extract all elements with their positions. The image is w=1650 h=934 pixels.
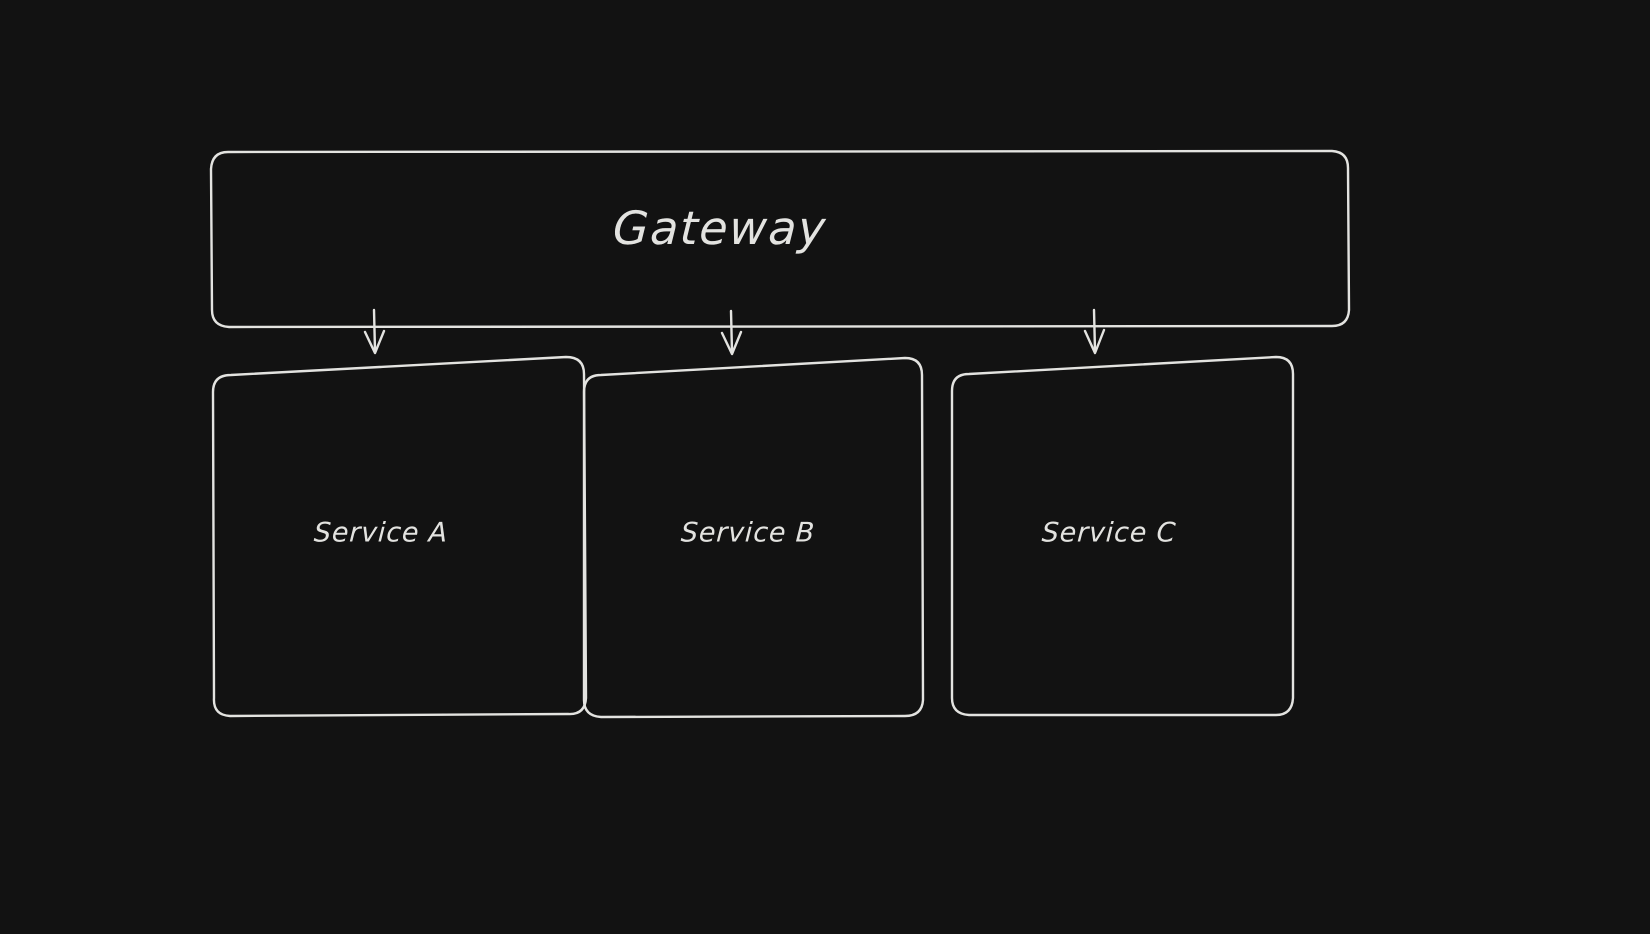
node-gateway-shape[interactable] [209,149,1351,329]
node-gateway-label: Gateway [611,201,829,255]
node-service-c-shape[interactable] [950,355,1295,717]
node-service-a-shape[interactable] [211,355,588,718]
edge-gateway-to-service-b[interactable] [720,309,743,356]
down-arrow-icon [363,329,386,355]
node-service-c-label: Service C [1040,517,1178,549]
down-arrow-icon [1083,328,1106,355]
node-service-b-shape[interactable] [582,356,925,719]
edge-gateway-to-service-a[interactable] [363,308,386,355]
node-service-a-label: Service A [313,517,449,549]
down-arrow-icon [720,330,743,356]
edge-gateway-to-service-c[interactable] [1083,308,1106,355]
node-service-b-label: Service B [680,517,816,549]
